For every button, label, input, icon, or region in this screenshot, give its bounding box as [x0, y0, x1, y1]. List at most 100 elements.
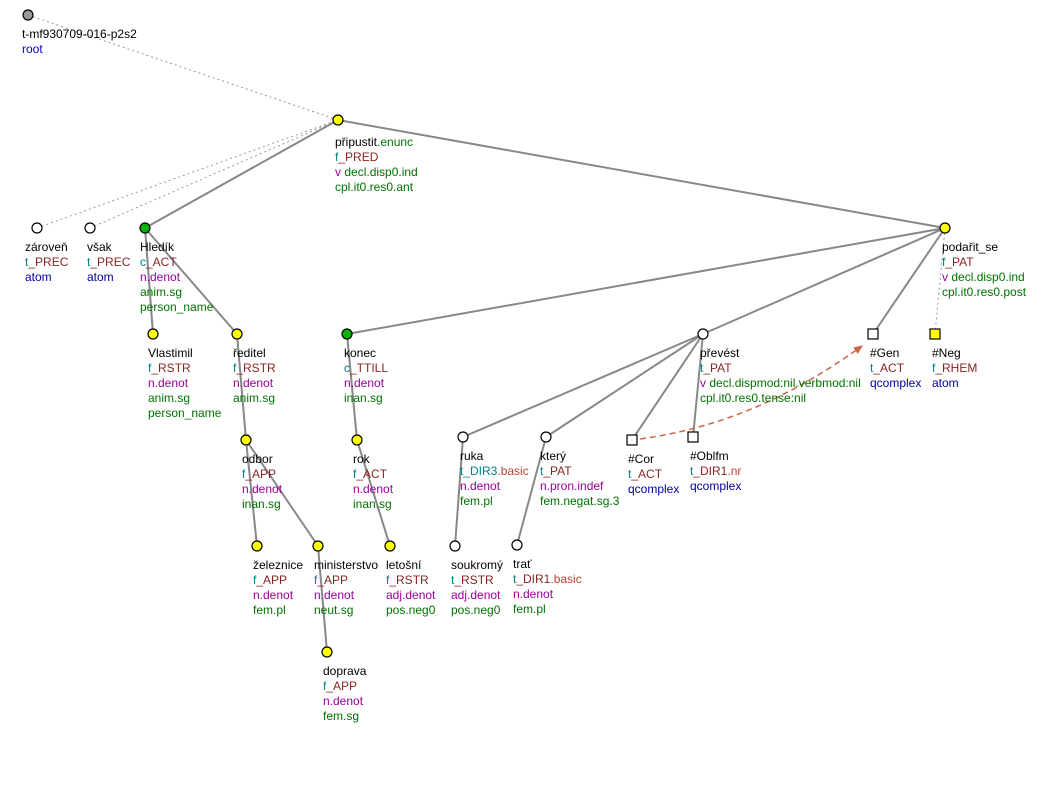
edge-odbor-zeleznice [245, 439, 258, 547]
edge-vsak-pripustit [89, 119, 339, 229]
node-label-doprava-line3: fem.sg [323, 709, 359, 723]
node-label-gen-line1: t_ACT [870, 361, 905, 375]
edge-prevest-ruka [462, 333, 704, 438]
node-label-soukromy-line0: soukromý [451, 558, 503, 572]
edge-ktery-trat [516, 436, 547, 546]
tree-node-pripustit[interactable] [332, 114, 344, 126]
node-label-soukromy-line2: adj.denot [451, 588, 501, 602]
node-label-pripustit-line1: f_PRED [335, 150, 379, 164]
node-label-podarit_se-line2: v decl.disp0.ind [942, 270, 1025, 284]
node-label-oblfm-line2: qcomplex [690, 479, 741, 493]
node-label-root-line1: root [22, 42, 43, 56]
node-label-zeleznice-line0: železnice [253, 558, 303, 572]
edge-prevest-ktery [545, 333, 704, 438]
tree-node-rok[interactable] [351, 434, 363, 446]
node-label-zeleznice-line2: n.denot [253, 588, 294, 602]
node-label-neg-line0: #Neg [932, 346, 961, 360]
node-label-vlastimil-line1: f_RSTR [148, 361, 191, 375]
tree-node-ruka[interactable] [457, 431, 469, 443]
node-label-podarit_se-line0: podařit_se [942, 240, 998, 254]
node-label-ministerstvo-line3: neut.sg [314, 603, 353, 617]
node-label-rok-line0: rok [353, 452, 371, 466]
node-label-vlastimil-line2: n.denot [148, 376, 189, 390]
tree-node-hledik[interactable] [139, 222, 151, 234]
node-label-ktery-line0: který [540, 449, 566, 463]
node-label-cor-line1: t_ACT [628, 467, 663, 481]
node-label-oblfm-line0: #Oblfm [690, 449, 729, 463]
edge-konec-rok [346, 333, 358, 441]
node-label-konec-line1: c_TTILL [344, 361, 388, 375]
node-label-zaroven-line2: atom [25, 270, 52, 284]
node-label-vsak-line2: atom [87, 270, 114, 284]
tree-node-neg[interactable] [929, 328, 941, 340]
node-label-pripustit-line0: připustit.enunc [335, 135, 413, 149]
node-label-podarit_se-line3: cpl.it0.res0.post [942, 285, 1027, 299]
node-label-doprava-line2: n.denot [323, 694, 364, 708]
tree-node-podarit_se[interactable] [939, 222, 951, 234]
node-label-gen-line0: #Gen [870, 346, 899, 360]
tree-node-vsak[interactable] [84, 222, 96, 234]
tree-node-doprava[interactable] [321, 646, 333, 658]
node-label-ministerstvo-line2: n.denot [314, 588, 355, 602]
node-label-letosni-line0: letošní [386, 558, 422, 572]
node-label-ruka-line1: t_DIR3.basic [460, 464, 529, 478]
tree-node-trat[interactable] [511, 539, 523, 551]
tree-node-gen[interactable] [867, 328, 879, 340]
tree-node-root[interactable] [22, 9, 34, 21]
tree-node-odbor[interactable] [240, 434, 252, 446]
edge-pripustit-hledik [144, 119, 339, 229]
tree-node-oblfm[interactable] [687, 431, 699, 443]
node-label-letosni-line1: f_RSTR [386, 573, 429, 587]
tree-node-soukromy[interactable] [449, 540, 461, 552]
tree-node-zaroven[interactable] [31, 222, 43, 234]
node-label-vsak-line0: však [87, 240, 113, 254]
edge-podarit_se-gen [872, 227, 946, 335]
node-label-ruka-line0: ruka [460, 449, 484, 463]
tree-node-cor[interactable] [626, 434, 638, 446]
tree-node-letosni[interactable] [384, 540, 396, 552]
node-label-letosni-line3: pos.neg0 [386, 603, 436, 617]
tree-node-konec[interactable] [341, 328, 353, 340]
node-label-vsak-line1: t_PREC [87, 255, 131, 269]
node-label-reditel-line2: n.denot [233, 376, 274, 390]
node-label-cor-line2: qcomplex [628, 482, 679, 496]
edge-hledik-vlastimil [144, 227, 154, 335]
coreference-arrow [639, 345, 863, 440]
node-label-oblfm-line1: t_DIR1.nr [690, 464, 741, 478]
edge-rok-letosni [356, 439, 391, 547]
tree-node-vlastimil[interactable] [147, 328, 159, 340]
edge-pripustit-podarit_se [337, 119, 946, 229]
tree-node-zeleznice[interactable] [251, 540, 263, 552]
node-label-reditel-line0: ředitel [233, 346, 266, 360]
node-label-prevest-line0: převést [700, 346, 740, 360]
node-label-rok-line3: inan.sg [353, 497, 392, 511]
node-label-trat-line0: trať [513, 557, 532, 571]
node-label-hledik-line1: c_ACT [140, 255, 177, 269]
node-label-root-line0: t-mf930709-016-p2s2 [22, 27, 137, 41]
tree-node-prevest[interactable] [697, 328, 709, 340]
node-label-ruka-line2: n.denot [460, 479, 501, 493]
node-label-soukromy-line1: t_RSTR [451, 573, 494, 587]
edge-podarit_se-konec [346, 227, 946, 335]
node-label-pripustit-line2: v decl.disp0.ind [335, 165, 418, 179]
tree-node-ministerstvo[interactable] [312, 540, 324, 552]
node-label-odbor-line2: n.denot [242, 482, 283, 496]
tree-node-reditel[interactable] [231, 328, 243, 340]
node-label-odbor-line1: f_APP [242, 467, 276, 481]
node-label-neg-line2: atom [932, 376, 959, 390]
node-label-odbor-line3: inan.sg [242, 497, 281, 511]
edge-reditel-odbor [236, 333, 247, 441]
node-label-cor-line0: #Cor [628, 452, 654, 466]
edge-zaroven-pripustit [36, 119, 339, 229]
node-label-doprava-line0: doprava [323, 664, 367, 678]
node-label-prevest-line1: t_PAT [700, 361, 732, 375]
node-label-konec-line2: n.denot [344, 376, 385, 390]
node-label-letosni-line2: adj.denot [386, 588, 436, 602]
tree-node-ktery[interactable] [540, 431, 552, 443]
node-label-rok-line2: n.denot [353, 482, 394, 496]
edge-ruka-soukromy [454, 436, 464, 547]
node-label-zeleznice-line3: fem.pl [253, 603, 286, 617]
node-label-vlastimil-line0: Vlastimil [148, 346, 193, 360]
node-label-zaroven-line1: t_PREC [25, 255, 69, 269]
